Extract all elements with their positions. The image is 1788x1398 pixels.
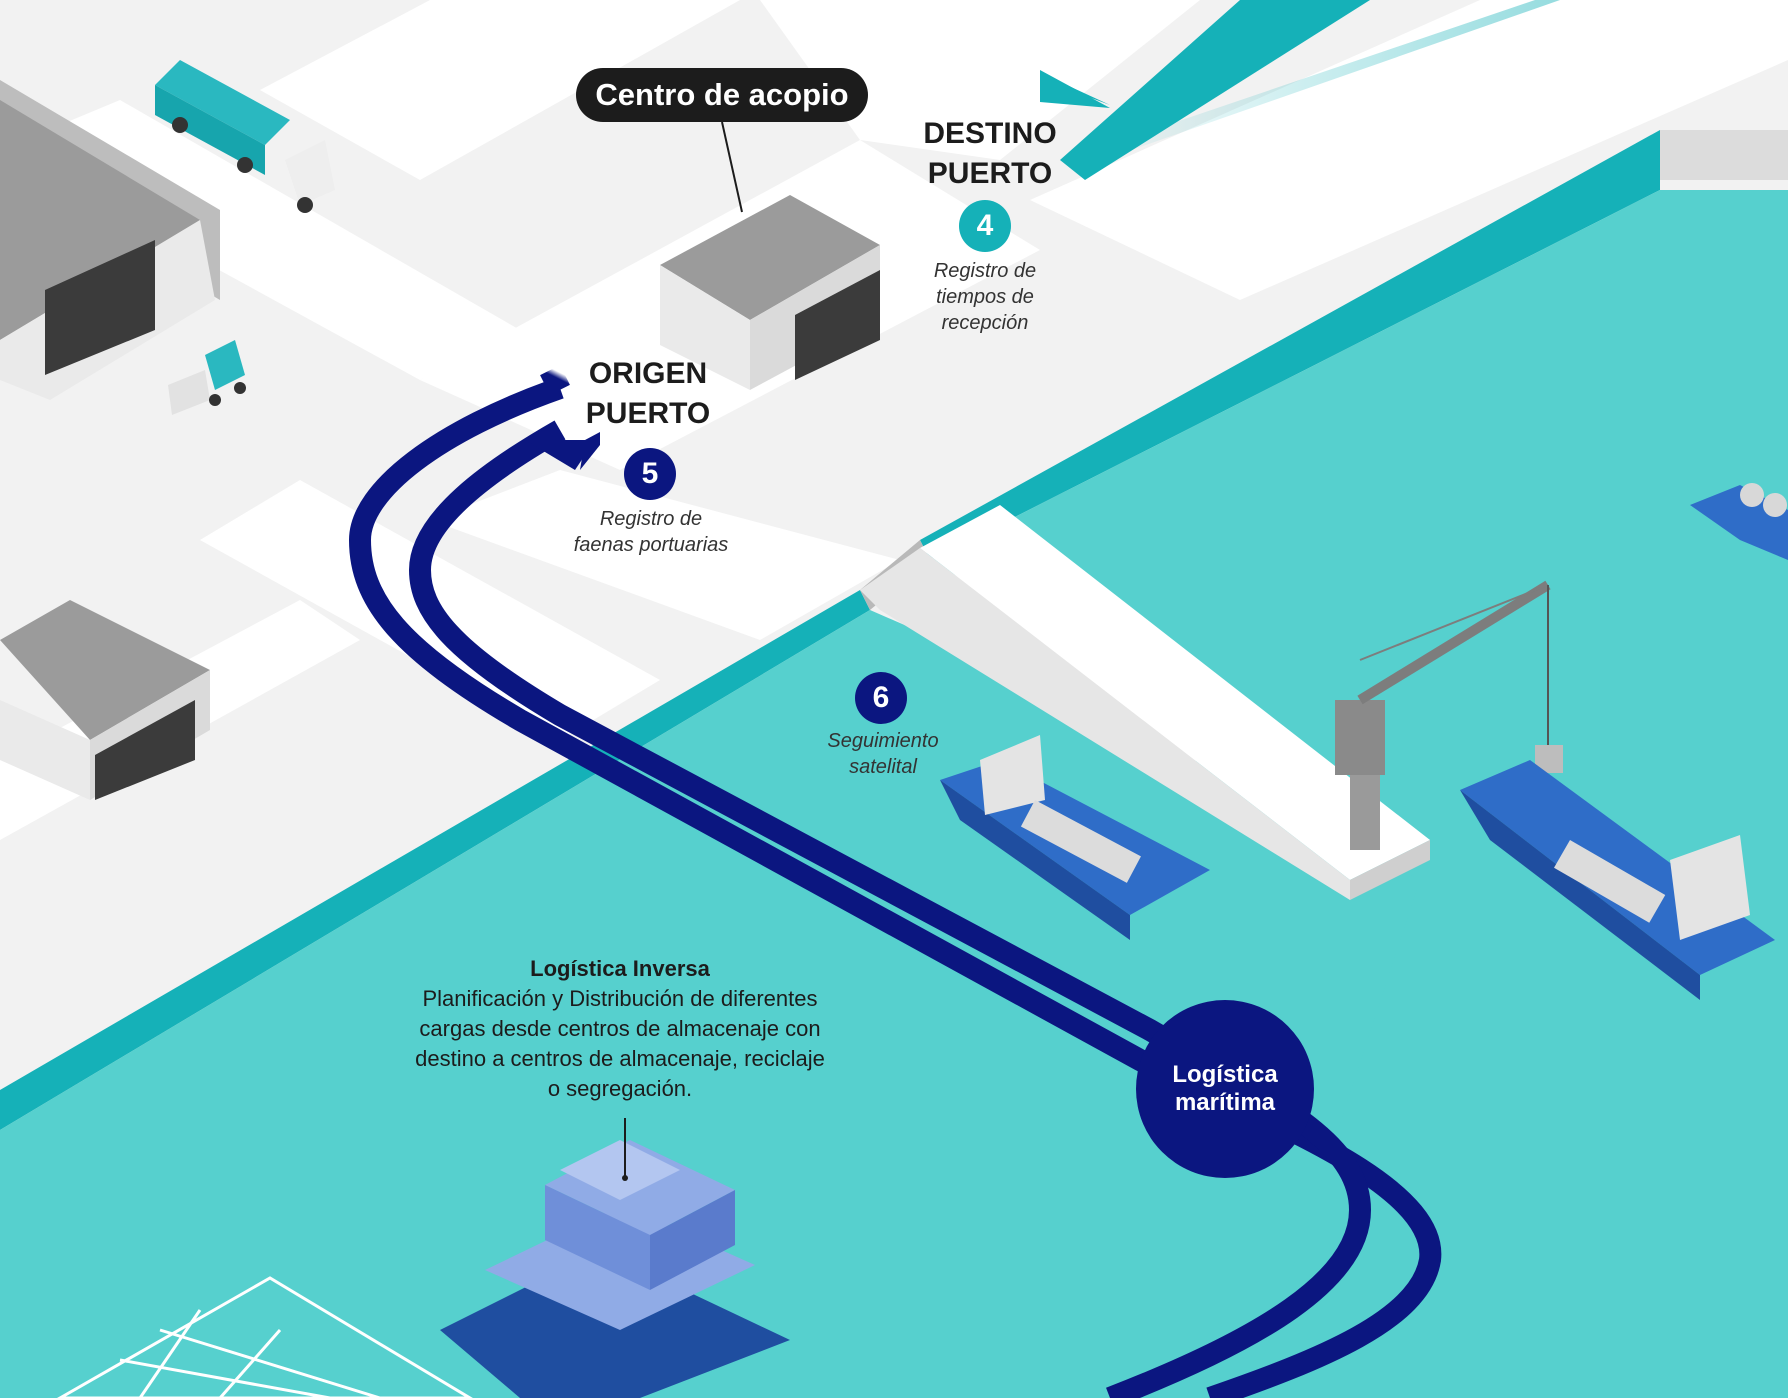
crane-icon bbox=[1335, 580, 1563, 850]
pier bbox=[860, 505, 1430, 900]
centro-acopio-label: Centro de acopio bbox=[576, 68, 868, 122]
destino-puerto-title: DESTINO PUERTO bbox=[890, 114, 1090, 194]
origen-line2: PUERTO bbox=[585, 397, 711, 430]
step-6-line2: satelital bbox=[849, 756, 917, 778]
truck-icon bbox=[155, 60, 335, 213]
centro-leader-line bbox=[721, 121, 743, 213]
destino-line2: PUERTO bbox=[927, 157, 1053, 190]
warehouse-icon bbox=[0, 600, 210, 800]
step-6-badge: 6 bbox=[855, 672, 907, 724]
teal-route-arrow bbox=[1040, 0, 1560, 180]
forklift-icon bbox=[168, 340, 246, 415]
step-5-line1: Registro de bbox=[599, 508, 703, 530]
barge-icon bbox=[1690, 483, 1788, 560]
container-yard-grid bbox=[56, 1276, 473, 1398]
step-6-line1: Seguimiento bbox=[827, 730, 939, 752]
ship-icon bbox=[940, 735, 1210, 940]
destino-line1: DESTINO bbox=[923, 117, 1057, 150]
step-4-line1: Registro de bbox=[933, 260, 1037, 282]
inversa-line2: cargas desde centros de almacenaje con bbox=[419, 1016, 821, 1041]
maritima-line2: marítima bbox=[1174, 1089, 1276, 1116]
step-4-line3: recepción bbox=[941, 312, 1029, 334]
inversa-line1: Planificación y Distribución de diferent… bbox=[422, 986, 818, 1011]
ship-icon bbox=[1460, 760, 1775, 1000]
leader-dot bbox=[622, 1175, 628, 1181]
step-4-line2: tiempos de bbox=[936, 286, 1034, 308]
warehouse-icon bbox=[0, 80, 220, 400]
warehouse-icon bbox=[660, 195, 880, 390]
storage-platform-icon bbox=[440, 1130, 790, 1398]
step-4-description: Registro de tiempos de recepción bbox=[880, 258, 1090, 336]
maritima-line1: Logística bbox=[1172, 1061, 1278, 1088]
step-5-badge: 5 bbox=[624, 448, 676, 500]
step-6-description: Seguimiento satelital bbox=[784, 728, 982, 780]
navy-route-arrow bbox=[525, 365, 600, 470]
inversa-title: Logística Inversa bbox=[530, 956, 710, 981]
logistica-maritima-circle: Logística marítima bbox=[1136, 1000, 1314, 1178]
logistica-inversa-block: Logística Inversa Planificación y Distri… bbox=[370, 954, 870, 1104]
step-4-badge: 4 bbox=[959, 200, 1011, 252]
step-5-description: Registro de faenas portuarias bbox=[540, 506, 762, 558]
origen-puerto-title: ORIGEN PUERTO bbox=[548, 354, 748, 434]
step-5-line2: faenas portuarias bbox=[573, 534, 729, 556]
origen-line1: ORIGEN bbox=[588, 357, 708, 390]
inversa-line4: o segregación. bbox=[547, 1076, 693, 1101]
inversa-line3: destino a centros de almacenaje, recicla… bbox=[415, 1046, 825, 1071]
